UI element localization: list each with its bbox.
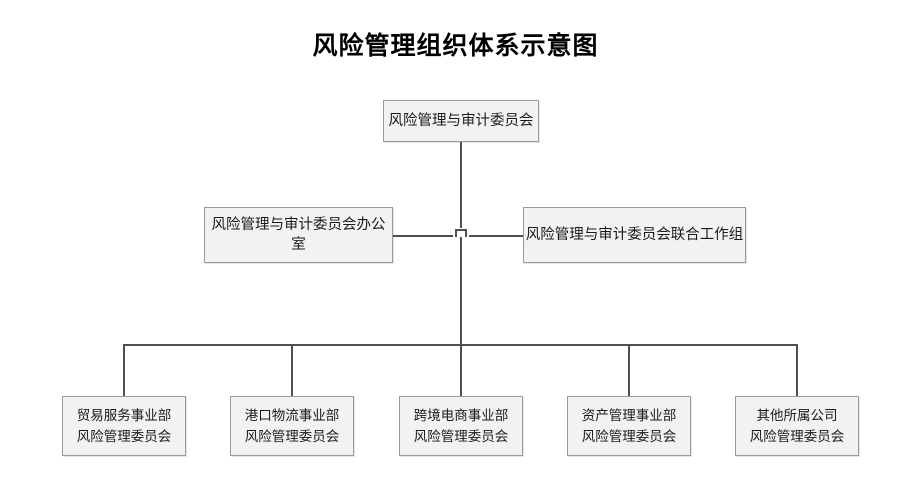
node-committee-office[interactable]: 风险管理与审计委员会办公室 <box>204 207 393 263</box>
page-title: 风险管理组织体系示意图 <box>312 31 599 60</box>
connector-level2-left <box>392 235 455 237</box>
connector-drop-department-1 <box>123 344 125 396</box>
node-department-3[interactable]: 跨境电商事业部 风险管理委员会 <box>399 396 523 456</box>
node-department-4[interactable]: 资产管理事业部 风险管理委员会 <box>567 396 691 456</box>
connector-drop-department-3 <box>460 344 462 396</box>
node-root[interactable]: 风险管理与审计委员会 <box>383 100 539 142</box>
connector-drop-department-5 <box>796 344 798 396</box>
node-department-5[interactable]: 其他所属公司 风险管理委员会 <box>735 396 859 456</box>
connector-drop-department-4 <box>628 344 630 396</box>
connector-root-trunk <box>460 142 462 345</box>
node-department-2[interactable]: 港口物流事业部 风险管理委员会 <box>230 396 354 456</box>
connector-drop-department-2 <box>291 344 293 396</box>
node-joint-workgroup[interactable]: 风险管理与审计委员会联合工作组 <box>523 207 746 263</box>
line-hop-bridge <box>455 229 467 237</box>
node-department-1[interactable]: 贸易服务事业部 风险管理委员会 <box>62 396 186 456</box>
connector-level2-right <box>467 235 524 237</box>
hop-mask <box>453 228 469 237</box>
